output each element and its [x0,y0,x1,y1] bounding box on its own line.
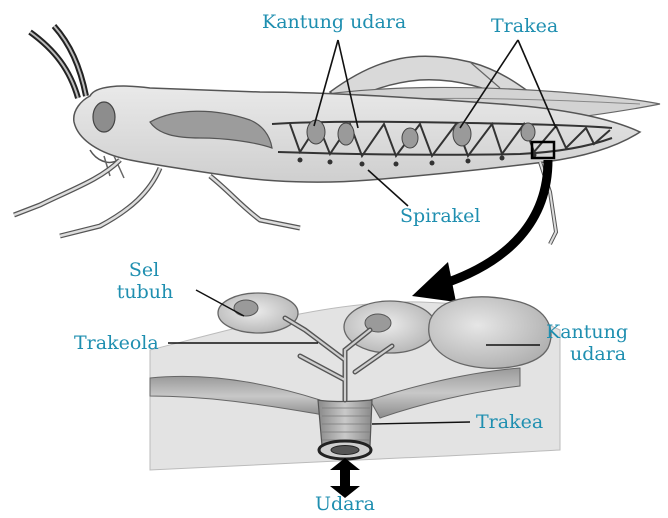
label-sel-tubuh-line1: Sel [114,260,174,281]
zoomed-trachea-view [150,293,560,498]
antenna-left [30,32,78,98]
zoom-arrow [412,160,548,302]
label-kantung-udara-bottom-line2: udara [570,344,626,365]
label-trakea-bottom: Trakea [476,412,543,433]
label-spirakel: Spirakel [400,206,481,227]
label-trakeola: Trakeola [74,333,159,354]
compound-eye [93,102,115,132]
body-cell-1 [218,293,298,333]
air-sac-bottom [429,297,551,368]
air-double-arrow [330,458,360,498]
mid-leg-2 [210,176,300,228]
label-kantung-udara: Kantung udara [262,12,406,33]
label-sel-tubuh-line2: tubuh [110,282,180,303]
label-udara: Udara [315,494,375,515]
grasshopper [14,26,660,244]
label-trakea: Trakea [491,16,558,37]
label-kantung-udara-bottom-line1: Kantung [546,322,628,343]
cell-nucleus-1 [234,300,258,316]
middle-leg [60,168,160,236]
front-leg [14,160,120,215]
